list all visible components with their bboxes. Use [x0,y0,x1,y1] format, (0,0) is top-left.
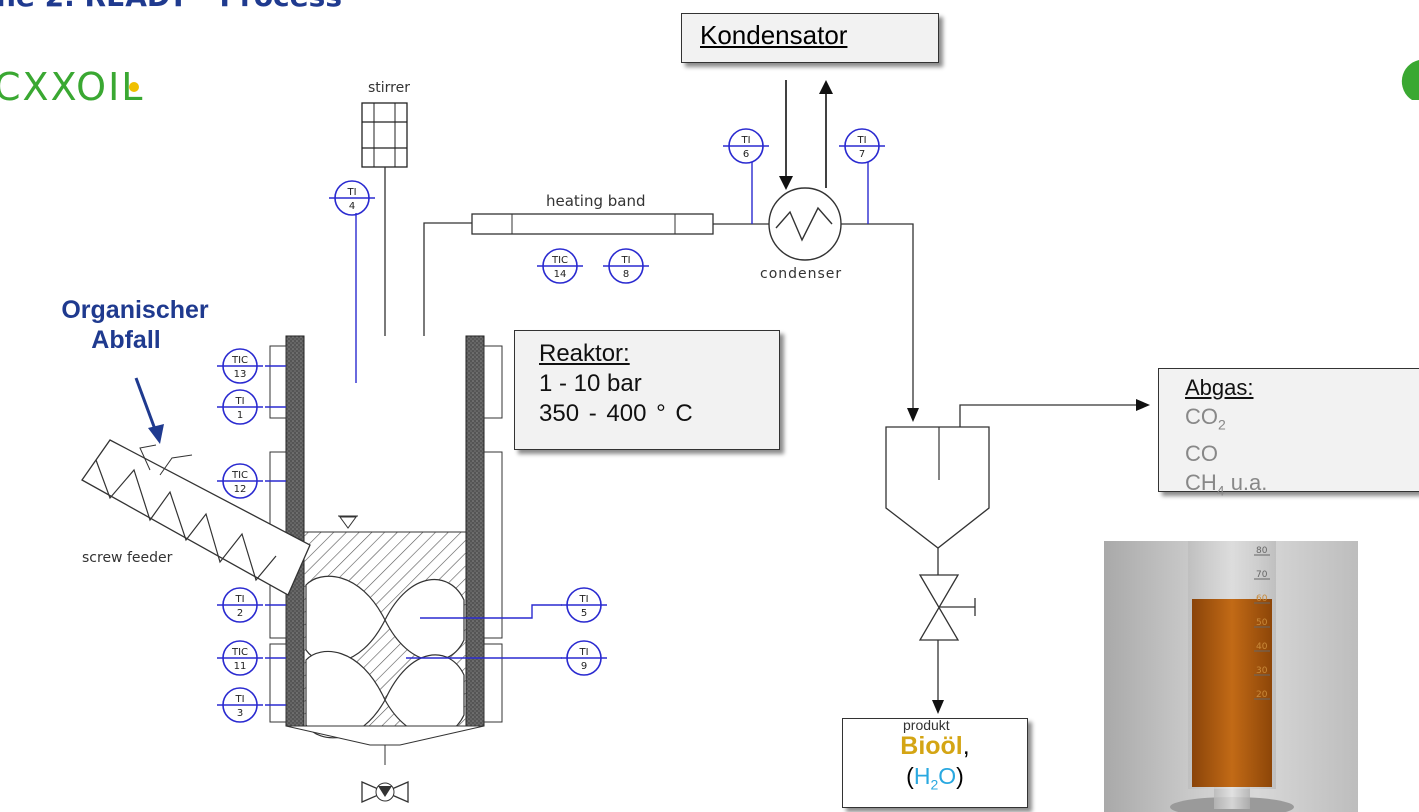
reactor-pressure: 1 - 10 bar [539,370,642,397]
kondensator-callout: Kondensator [681,13,939,63]
instrument-code: TI [578,647,588,658]
organic-waste-line1: Organischer [61,296,209,324]
offgas-callout: Abgas: CO2 CO CH4 u.a. [1158,368,1419,499]
bio-oil-photo: 80 70 60 50 40 30 20 [1104,541,1358,812]
condenser [768,187,842,261]
scale-label: 40 [1256,642,1268,652]
instrument-number: 5 [581,608,587,619]
instrument-number: 7 [859,149,865,160]
instrument-number: 9 [581,661,587,672]
signal-lines [265,162,869,706]
scale-label: 20 [1256,690,1268,700]
instrument-group: TI4TIC14TI8TI6TI7TIC13TI1TIC12TI2TIC11TI… [217,128,885,723]
logo-drop-icon [129,82,139,92]
arrow-right-icon [1136,399,1150,411]
instrument-tag-ti-9: TI 9 [561,640,607,676]
scale-label: 50 [1256,618,1268,628]
bottom-valve-icon [361,745,409,803]
instrument-tag-ti-1: TI 1 [217,389,263,425]
instrument-code: TI [856,135,866,146]
organic-waste-line2: Abfall [91,326,161,354]
offgas-co: CO [1185,441,1218,467]
instrument-tag-ti-6: TI 6 [723,128,769,164]
arrow-down-icon [148,424,164,444]
instrument-number: 6 [743,149,749,160]
scale-label: 80 [1256,546,1268,556]
instrument-number: 8 [623,269,629,280]
instrument-tag-ti-3: TI 3 [217,687,263,723]
heating-band [471,213,714,235]
stirrer-motor [361,102,408,168]
instrument-tag-ti-4: TI 4 [329,180,375,216]
gas-outlet-pipe [423,222,472,336]
instrument-number: 2 [237,608,243,619]
instrument-code: TIC [231,470,248,481]
scale-label: 60 [1256,594,1268,604]
screw-feeder-label: screw feeder [82,550,173,566]
reactor-title: Reaktor: [539,340,630,367]
instrument-number: 11 [234,661,247,672]
page-title: ne 2. READY - Process [0,0,342,13]
feed-arrow [134,377,158,433]
instrument-code: TI [620,255,630,266]
kondensator-title: Kondensator [700,20,848,50]
product-callout: produkt Bioöl, (H2O) [842,717,1028,808]
reactor-vessel [269,335,503,746]
organic-waste-callout: Organischer Abfall [0,295,270,355]
scale-label: 30 [1256,666,1268,676]
instrument-code: TI [234,594,244,605]
condenser-label: condenser [760,266,842,282]
arrow-down-icon [932,700,944,714]
instrument-code: TI [578,594,588,605]
instrument-tag-ti-5: TI 5 [561,587,607,623]
instrument-code: TI [346,187,356,198]
instrument-number: 4 [349,201,355,212]
instrument-tag-ti-8: TI 8 [603,248,649,284]
instrument-number: 12 [234,484,247,495]
water-label: (H2O) [906,763,964,793]
instrument-number: 3 [237,708,243,719]
condensate-pipe [841,223,914,414]
instrument-tag-ti-2: TI 2 [217,587,263,623]
product-label: produkt [903,717,950,733]
instrument-number: 14 [554,269,567,280]
stirrer-label: stirrer [368,80,410,96]
company-logo: CXXOIL [0,65,144,109]
instrument-code: TIC [231,355,248,366]
instrument-tag-tic-14: TIC 14 [537,248,583,284]
instrument-code: TIC [551,255,568,266]
heating-band-label: heating band [546,192,646,210]
product-valve-icon [918,574,976,641]
instrument-tag-tic-13: TIC 13 [217,348,263,384]
reactor-callout: Reaktor: 1 - 10 bar 350 - 400 ° C [514,330,780,450]
instrument-code: TI [234,694,244,705]
instrument-number: 1 [237,410,243,421]
reactor-temperature: 350 - 400 ° C [539,400,693,427]
instrument-tag-tic-11: TIC 11 [217,640,263,676]
scale-label: 70 [1256,570,1268,580]
instrument-tag-tic-12: TIC 12 [217,463,263,499]
offgas-ch4: CH4 u.a. [1185,470,1268,499]
instrument-number: 13 [234,369,247,380]
cylinder-scale: 80 70 60 50 40 30 20 [1254,546,1270,700]
instrument-code: TI [234,396,244,407]
separator-vessel [885,426,990,549]
bio-oil-label: Bioöl [900,732,963,760]
offgas-pipe [959,404,1140,427]
instrument-tag-ti-7: TI 7 [839,128,885,164]
offgas-co2: CO2 [1185,404,1226,433]
partner-logo-icon [1401,60,1419,100]
instrument-code: TIC [231,647,248,658]
arrow-down-icon [907,408,919,422]
instrument-code: TI [740,135,750,146]
cooling-arrows [779,80,833,190]
screw-feeder [81,439,311,596]
offgas-title: Abgas: [1185,375,1254,400]
